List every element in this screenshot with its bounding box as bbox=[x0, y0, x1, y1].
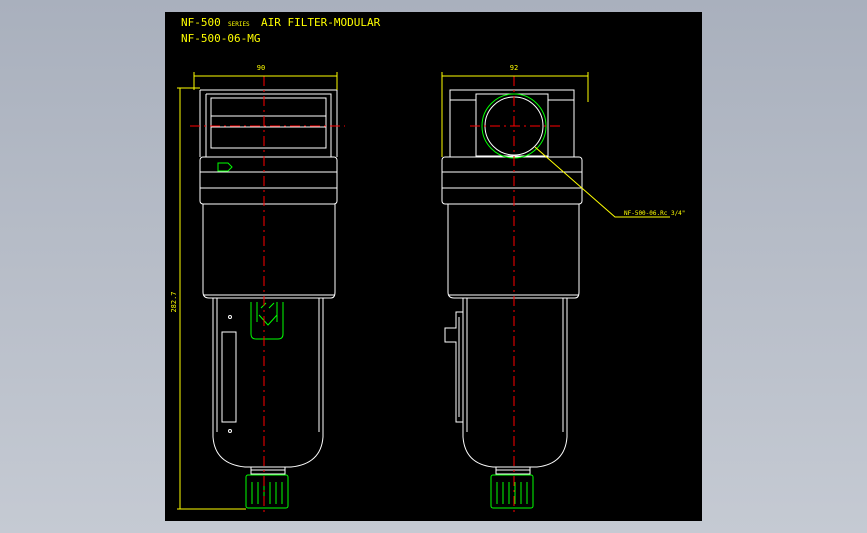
series-code-label: NF-500 bbox=[181, 16, 221, 29]
side-drain-valve bbox=[490, 474, 534, 509]
model-number-label: NF-500-06-MG bbox=[181, 32, 260, 45]
front-sight-window bbox=[221, 331, 237, 423]
side-bowl bbox=[462, 298, 568, 468]
front-width-dimension: 90 bbox=[257, 64, 265, 72]
side-collar bbox=[441, 156, 583, 205]
flow-direction-arrow-icon bbox=[217, 162, 233, 172]
front-drain-valve bbox=[245, 474, 289, 509]
port-leader-line bbox=[534, 146, 670, 218]
front-view bbox=[199, 89, 338, 475]
front-drain-indicator bbox=[250, 302, 284, 340]
series-word-label: SERIES bbox=[228, 21, 250, 28]
front-view-accents bbox=[217, 162, 289, 509]
port-callout-label: NF-500-06.Rc 3/4" bbox=[624, 210, 685, 217]
cad-viewport[interactable]: NF-500 SERIES AIR FILTER-MODULAR NF-500-… bbox=[165, 12, 702, 521]
technical-drawing: NF-500 SERIES AIR FILTER-MODULAR NF-500-… bbox=[170, 16, 685, 512]
side-view bbox=[441, 89, 583, 475]
side-width-dimension: 92 bbox=[510, 64, 518, 72]
front-body bbox=[202, 204, 336, 299]
product-name-label: AIR FILTER-MODULAR bbox=[261, 16, 381, 29]
front-bowl bbox=[212, 298, 324, 468]
height-dimension: 282.7 bbox=[170, 291, 178, 312]
front-top-cap bbox=[199, 89, 338, 157]
side-dimensions bbox=[441, 72, 670, 218]
side-lock-lever bbox=[444, 311, 463, 423]
front-collar bbox=[199, 156, 338, 205]
front-dimensions bbox=[177, 72, 338, 510]
